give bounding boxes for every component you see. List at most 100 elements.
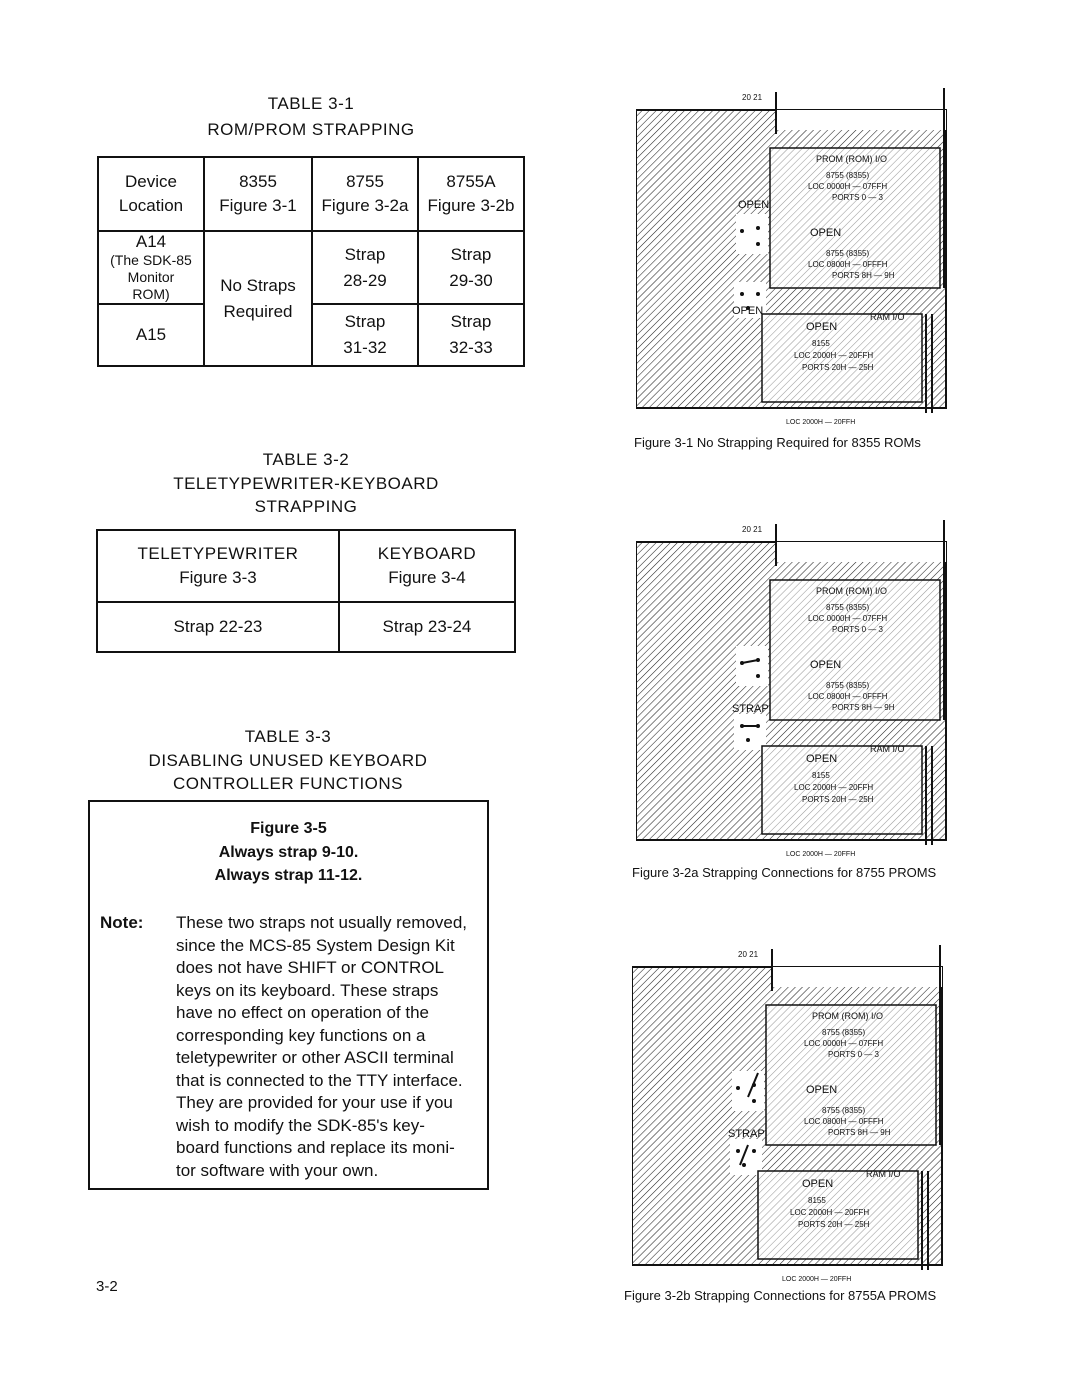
- no-straps-cell: No Straps Required: [203, 230, 313, 367]
- chip-label: 8155: [812, 771, 830, 780]
- header-8755: 8755 Figure 3-2a: [311, 156, 419, 232]
- loc-label: LOC 0000H — 07FFH: [808, 182, 887, 191]
- ports-label: PORTS 0 — 3: [828, 1050, 880, 1059]
- header-text: Figure 3-2a: [321, 196, 409, 215]
- jumper-area-lower: [734, 282, 766, 318]
- strap-text: Strap: [450, 244, 492, 264]
- header-gap: [776, 542, 946, 562]
- header-text: Figure 3-2b: [427, 196, 515, 215]
- board-schematic: 20 21 PROM (ROM) I/O 8755 (8355) LOC 000…: [636, 520, 947, 858]
- open-marker: OPEN: [806, 753, 837, 765]
- ports-label: PORTS 20H — 25H: [802, 795, 874, 804]
- ram-io-label: RAM I/O: [866, 1169, 901, 1179]
- a14-sub: ROM): [132, 286, 170, 302]
- note-line: that is connected to the TTY interface.: [176, 1070, 463, 1090]
- table-3-3-title-2: CONTROLLER FUNCTIONS: [172, 774, 404, 793]
- header-text: Device: [125, 172, 177, 191]
- header-gap: [776, 110, 946, 130]
- strap-marker: OPEN: [732, 305, 763, 317]
- note-line: since the MCS-85 System Design Kit: [176, 935, 455, 955]
- note-body: These two straps not usually removed, si…: [176, 912, 482, 1182]
- board-schematic: 20 21 PROM (ROM) I/O 8755 (8355) LOC 000…: [632, 945, 943, 1283]
- prom-block: [769, 147, 941, 289]
- jumper-area-upper: [736, 214, 768, 254]
- bottom-loc-label: LOC 2000H — 20FFH: [782, 1276, 851, 1283]
- jumper-pin-29: [756, 226, 760, 230]
- header-text: Location: [118, 196, 184, 215]
- jumper-pin-28: [740, 229, 744, 233]
- strap-marker: STRAP: [732, 703, 769, 715]
- jumper-pin-31: [736, 1149, 740, 1153]
- chip-label: 8155: [812, 339, 830, 348]
- ports-label: PORTS 0 — 3: [832, 625, 884, 634]
- ports-label: PORTS 8H — 9H: [832, 703, 895, 712]
- strap-8755a-a15: Strap 32-33: [417, 303, 525, 367]
- a14-label: A14: [135, 232, 167, 251]
- ports-label: PORTS 8H — 9H: [828, 1128, 891, 1137]
- header-text: 8755A: [446, 172, 496, 191]
- note-line: does not have SHIFT or CONTROL: [176, 958, 445, 977]
- always-strap-9-10: Always strap 9-10.: [218, 844, 359, 861]
- rom-prom-strapping-table: Device Location 8355 Figure 3-1 8755 Fig…: [97, 156, 525, 367]
- row-a14-label: A14 (The SDK-85 Monitor ROM): [97, 230, 205, 305]
- strap-wire: [741, 659, 759, 664]
- jumper-pin-30: [756, 674, 760, 678]
- disabling-functions-box: Figure 3-5 Always strap 9-10. Always str…: [88, 800, 489, 1190]
- open-marker: OPEN: [806, 321, 837, 333]
- header-8755a: 8755A Figure 3-2b: [417, 156, 525, 232]
- bottom-loc-label: LOC 2000H — 20FFH: [786, 851, 855, 858]
- note-line: keys on its keyboard. These straps: [176, 980, 439, 1000]
- note-line: have no effect on operation of the: [176, 1003, 429, 1022]
- chip-label: 8755 (8355): [826, 171, 869, 180]
- page-number: 3-2: [96, 1278, 118, 1295]
- top-pin-numbers: 20 21: [742, 93, 763, 102]
- strap-text: 29-30: [449, 270, 493, 290]
- open-marker: OPEN: [738, 199, 769, 211]
- header-text: 8355: [239, 172, 277, 191]
- always-strap-11-12: Always strap 11-12.: [214, 867, 363, 884]
- strap-8755-a15: Strap 31-32: [311, 303, 419, 367]
- jumper-pin-33: [746, 738, 750, 742]
- strap-8755-a14: Strap 28-29: [311, 230, 419, 305]
- strap-marker: STRAP: [728, 1128, 765, 1140]
- table-3-1-label: TABLE 3-1: [267, 94, 355, 113]
- strap-text: Strap: [450, 312, 492, 331]
- bottom-loc-label: LOC 2000H — 20FFH: [786, 419, 855, 426]
- strap-wire: [747, 1072, 759, 1098]
- strap-text: 32-33: [449, 338, 493, 357]
- jumper-pin-32: [752, 1149, 756, 1153]
- prom-rom-io-label: PROM (ROM) I/O: [816, 154, 887, 164]
- jumper-area-lower: [734, 714, 766, 750]
- jumper-pin-32: [756, 292, 760, 296]
- jumper-pin-28: [736, 1086, 740, 1090]
- open-marker: OPEN: [802, 1178, 833, 1190]
- no-straps-text: No Straps: [220, 275, 296, 295]
- header-text: KEYBOARD: [377, 544, 477, 563]
- board-figure-3: 20 21 PROM (ROM) I/O 8755 (8355) LOC 000…: [632, 945, 962, 1285]
- figure-caption: Figure 3-1 No Strapping Required for 835…: [634, 435, 921, 450]
- strap-8755a-a14: Strap 29-30: [417, 230, 525, 305]
- note-label: Note:: [100, 913, 144, 932]
- table-3-2-title: TELETYPEWRITER-KEYBOARD: [173, 474, 439, 493]
- chip-label: 8755 (8355): [822, 1028, 865, 1037]
- prom-rom-io-label: PROM (ROM) I/O: [816, 586, 887, 596]
- open-marker: OPEN: [810, 659, 841, 671]
- strap-text: Strap: [344, 244, 386, 264]
- note-line: teletypewriter or other ASCII terminal: [176, 1048, 454, 1067]
- ram-block: [761, 745, 923, 835]
- row-a15-label: A15: [97, 303, 205, 367]
- figure-caption: Figure 3-2a Strapping Connections for 87…: [632, 865, 937, 880]
- strap-wire: [739, 1144, 749, 1166]
- header-text: TELETYPEWRITER: [137, 544, 299, 563]
- loc-label: LOC 0000H — 07FFH: [808, 614, 887, 623]
- table-3-3-title: DISABLING UNUSED KEYBOARD: [148, 751, 428, 770]
- note-line: wish to modify the SDK-85's key-: [176, 1115, 425, 1135]
- jumper-area-lower: [730, 1139, 762, 1175]
- jumper-area-upper: [732, 1071, 764, 1111]
- note-line: corresponding key functions on a: [176, 1025, 426, 1045]
- ram-io-label: RAM I/O: [870, 312, 905, 322]
- note-line: These two straps not usually removed,: [176, 913, 468, 932]
- loc-label: LOC 0800H — 0FFFH: [804, 1117, 884, 1126]
- ports-label: PORTS 8H — 9H: [832, 271, 895, 280]
- header-text: Figure 3-4: [388, 568, 466, 587]
